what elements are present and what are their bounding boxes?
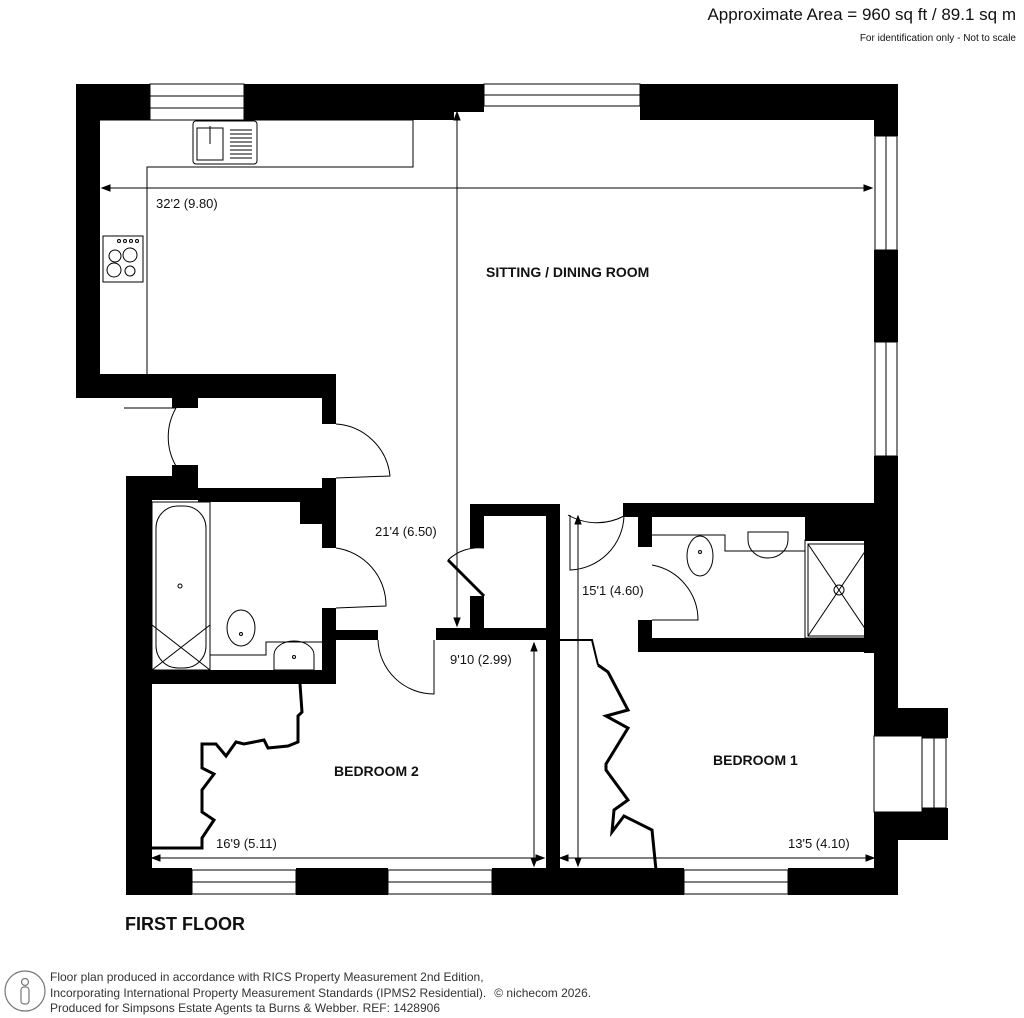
room-label-bedroom-2: BEDROOM 2 — [334, 763, 419, 779]
dimension-sitting-depth: 21'4 (6.50) — [375, 524, 437, 539]
footer-line-2: Incorporating International Property Mea… — [50, 986, 591, 1002]
bathroom-fittings — [151, 501, 322, 671]
person-outline-icon — [4, 970, 46, 1012]
dimension-bedroom2-depth: 9'10 (2.99) — [450, 652, 512, 667]
bath-icon — [155, 505, 207, 669]
toilet-icon — [686, 535, 714, 577]
dimension-bedroom1-depth: 15'1 (4.60) — [582, 583, 644, 598]
copyright: © nichecom 2026. — [494, 985, 592, 1000]
ensuite-fittings — [652, 531, 874, 639]
footer-disclaimer: Floor plan produced in accordance with R… — [50, 970, 591, 1017]
room-label-bedroom-1: BEDROOM 1 — [713, 752, 798, 768]
scale-disclaimer: For identification only - Not to scale — [859, 33, 1016, 44]
dimension-lines — [100, 110, 876, 868]
kitchen-fittings — [100, 119, 414, 374]
sink-icon — [192, 120, 258, 165]
shower-tray-icon — [807, 543, 871, 637]
approximate-area: Approximate Area = 960 sq ft / 89.1 sq m — [707, 5, 1016, 24]
footer-line-2-text: Incorporating International Property Mea… — [50, 985, 487, 1000]
footer-line-3: Produced for Simpsons Estate Agents ta B… — [50, 1001, 440, 1015]
room-label-sitting-dining: SITTING / DINING ROOM — [486, 264, 650, 280]
footer-line-1: Floor plan produced in accordance with R… — [50, 970, 484, 984]
basin-icon — [747, 531, 789, 559]
floor-label: FIRST FLOOR — [125, 914, 245, 934]
wardrobes — [152, 639, 658, 871]
dimension-sitting-width: 32'2 (9.80) — [156, 196, 218, 211]
dimension-bedroom2-width: 16'9 (5.11) — [216, 836, 277, 851]
toilet-icon — [226, 609, 256, 647]
dimension-bedroom1-width: 13'5 (4.10) — [788, 836, 850, 851]
hob-icon — [102, 235, 144, 283]
basin-icon — [273, 640, 315, 671]
windows — [149, 83, 947, 895]
door-swings — [124, 407, 699, 695]
